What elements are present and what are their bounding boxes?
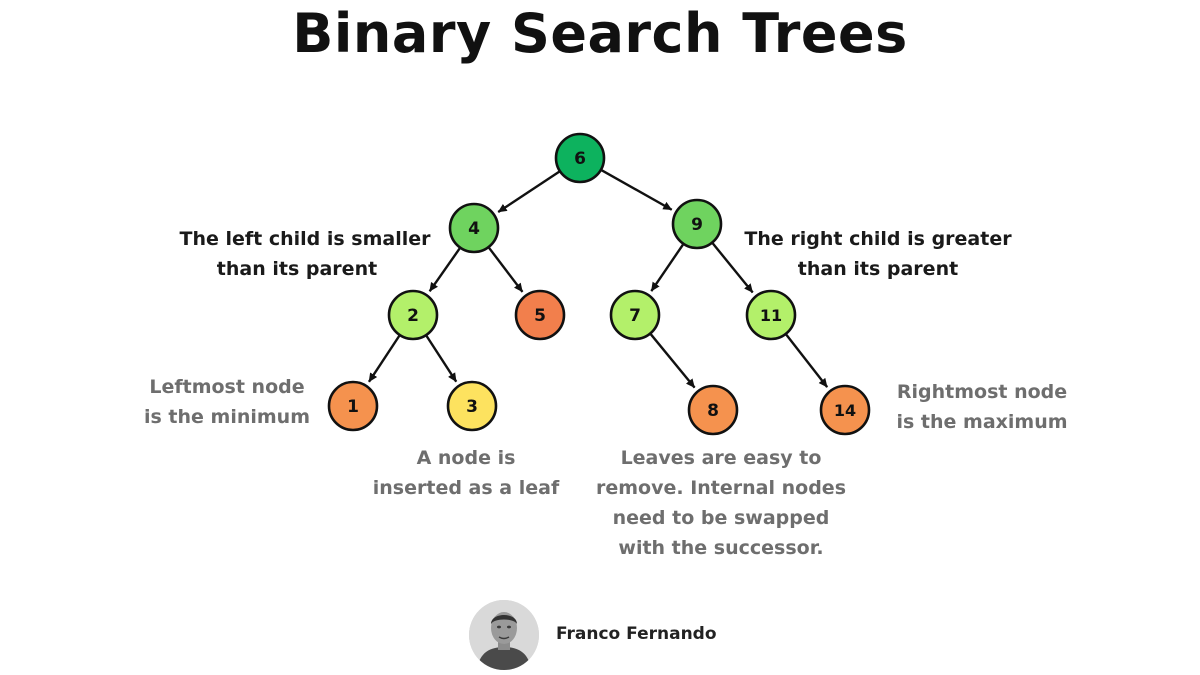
note-line: with the successor. [618,537,824,559]
edge-11-14 [785,333,829,388]
note-line: Leftmost node [149,376,305,398]
node-1: 1 [327,380,379,432]
node-8: 8 [687,384,739,436]
edge-6-9 [601,169,673,211]
node-circle [609,289,661,341]
node-label: 8 [707,401,719,421]
node-circle [446,380,498,432]
page-title: Binary Search Trees [292,2,908,65]
node-label: 4 [468,219,480,239]
author-avatar [469,600,539,670]
note-line: Leaves are easy to [620,447,822,469]
node-9: 9 [671,198,723,250]
node-circle [387,289,439,341]
note-line: The right child is greater [744,228,1012,250]
insert-note: A node is inserted as a leaf [360,443,572,503]
edge-2-1 [367,335,401,383]
node-circle [514,289,566,341]
node-label: 1 [347,397,359,417]
node-11: 11 [745,289,797,341]
node-label: 2 [407,306,419,326]
note-line: than its parent [797,258,959,280]
author-name: Franco Fernando [556,624,717,644]
node-6: 6 [554,132,606,184]
note-line: is the minimum [143,406,311,428]
note-line: remove. Internal nodes [596,477,846,499]
node-circle [448,202,500,254]
node-label: 6 [574,149,586,169]
edge-2-3 [425,335,458,383]
edge-7-8 [649,333,696,389]
node-label: 11 [760,306,782,325]
note-line: A node is [416,447,516,469]
node-circle [327,380,379,432]
node-circle [554,132,606,184]
leftmost-note: Leftmost node is the minimum [132,372,322,432]
node-circle [745,289,797,341]
node-circle [819,384,871,436]
node-label: 9 [691,215,703,235]
node-14: 14 [819,384,871,436]
node-circle [671,198,723,250]
rightmost-note: Rightmost node is the maximum [884,377,1080,437]
node-7: 7 [609,289,661,341]
left-child-note: The left child is smaller than its paren… [160,224,450,284]
person-icon [469,600,539,670]
node-label: 14 [834,401,856,420]
node-label: 3 [466,397,478,417]
node-circle [687,384,739,436]
edge-9-11 [711,242,754,294]
node-3: 3 [446,380,498,432]
edge-4-5 [488,247,524,293]
node-label: 5 [534,306,546,326]
note-line: is the maximum [896,411,1068,433]
note-line: inserted as a leaf [372,477,560,499]
edge-9-7 [650,243,684,292]
edge-4-2 [428,247,461,292]
note-line: The left child is smaller [179,228,431,250]
edge-6-4 [497,170,560,214]
node-2: 2 [387,289,439,341]
note-line: need to be swapped [612,507,830,529]
remove-note: Leaves are easy to remove. Internal node… [586,443,856,563]
note-line: than its parent [216,258,378,280]
note-line: Rightmost node [896,381,1068,403]
node-label: 7 [629,306,641,326]
node-5: 5 [514,289,566,341]
right-child-note: The right child is greater than its pare… [738,224,1018,284]
node-4: 4 [448,202,500,254]
